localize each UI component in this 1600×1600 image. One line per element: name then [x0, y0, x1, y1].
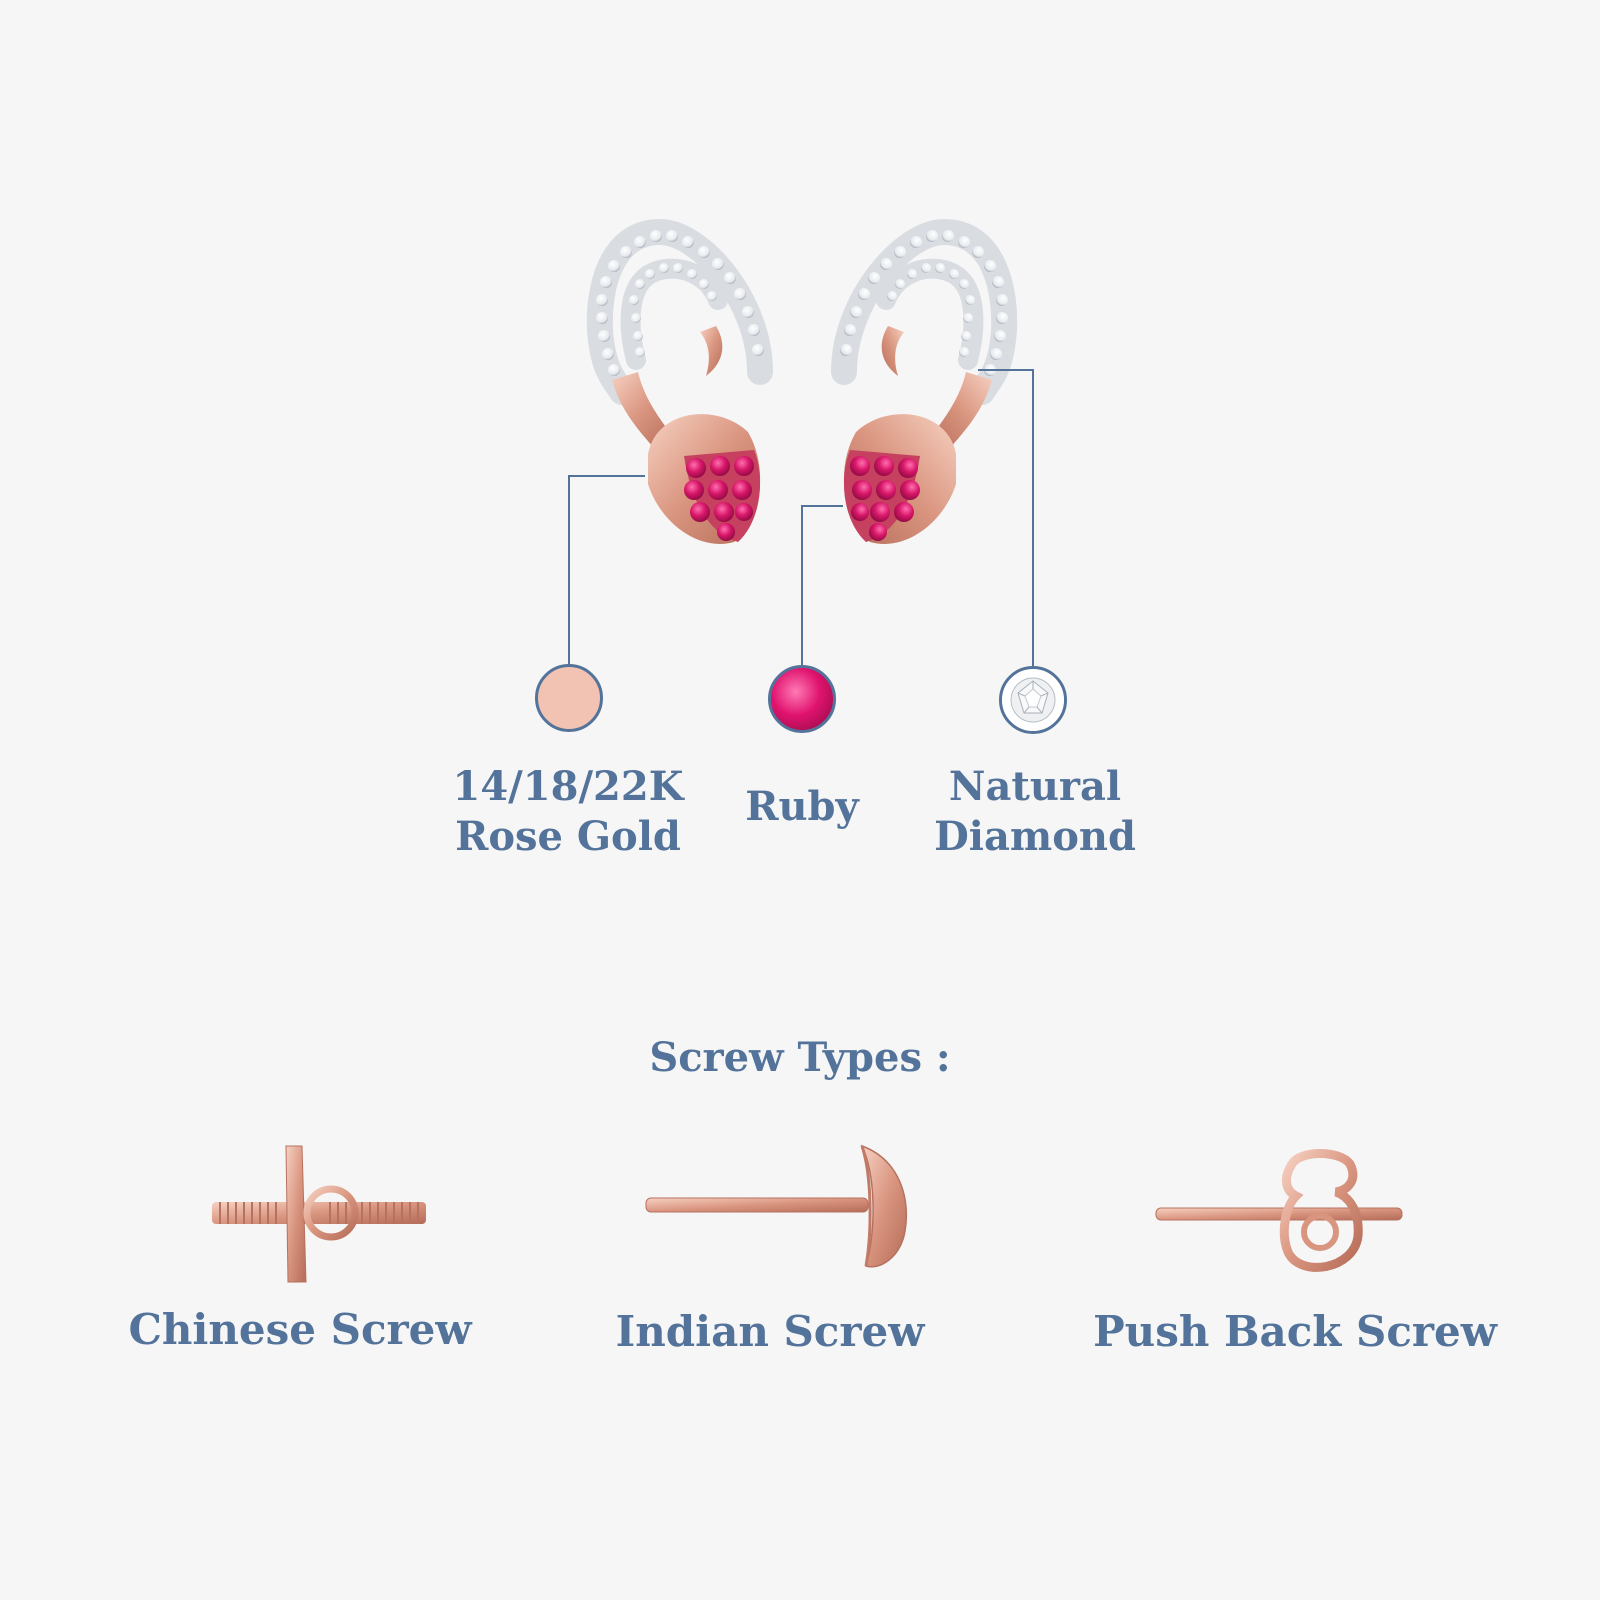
gold-callout-line [568, 475, 645, 664]
ruby-gem-icon [768, 665, 836, 733]
diamond-label-line1: Natural [948, 763, 1122, 810]
rose-gold-label-line1: 14/18/22K [452, 763, 684, 810]
push-back-screw-icon [1155, 1149, 1403, 1272]
ruby-label: Ruby [745, 783, 859, 830]
diamond-callout-line [978, 369, 1034, 666]
indian-screw-icon [645, 1144, 908, 1268]
diamond-label-line2: Diamond [934, 813, 1136, 860]
ruby-callout-line [801, 505, 843, 665]
push-back-screw-label: Push Back Screw [1093, 1307, 1497, 1356]
diamond-gem-icon [999, 666, 1067, 734]
diamond-facets [1002, 669, 1064, 731]
chinese-screw-label: Chinese Screw [128, 1305, 472, 1354]
chinese-screw-icon [212, 1145, 426, 1283]
right-earring [831, 218, 1018, 544]
rose-gold-swatch-icon [535, 664, 603, 732]
indian-screw-label: Indian Screw [615, 1307, 925, 1356]
screw-types-heading: Screw Types : [649, 1034, 951, 1081]
rose-gold-label: 14/18/22K Rose Gold [430, 762, 706, 862]
rose-gold-label-line2: Rose Gold [455, 813, 681, 860]
diamond-label: Natural Diamond [905, 762, 1165, 862]
left-earring [586, 218, 773, 544]
